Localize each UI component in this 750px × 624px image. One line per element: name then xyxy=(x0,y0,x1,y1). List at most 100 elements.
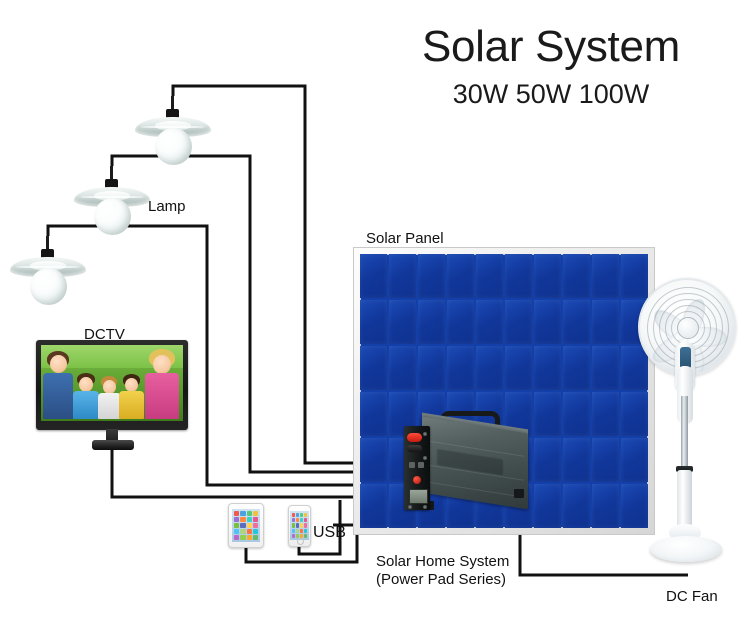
solar-cell xyxy=(360,392,387,436)
tv-stand-neck xyxy=(106,429,118,443)
app-icon xyxy=(252,511,258,516)
solar-cell xyxy=(592,484,619,528)
solar-cell xyxy=(389,346,416,390)
app-icon xyxy=(246,523,252,528)
home-button[interactable] xyxy=(297,538,304,545)
fan-pole-collar xyxy=(676,466,693,472)
solar-cell xyxy=(534,484,561,528)
app-icon xyxy=(240,517,246,522)
lamp-cord xyxy=(46,236,49,252)
title-block: Solar System 30W 50W 100W xyxy=(396,22,706,110)
app-icon xyxy=(300,523,303,528)
solar-cell xyxy=(592,346,619,390)
lamp-cord xyxy=(110,166,113,182)
solar-cell xyxy=(360,484,387,528)
solar-cell xyxy=(621,346,648,390)
app-icon xyxy=(246,511,252,516)
solar-cell xyxy=(534,254,561,298)
app-icon xyxy=(240,529,246,534)
tv-child-face xyxy=(79,377,93,392)
app-icon xyxy=(252,517,258,522)
lamp-globe xyxy=(155,128,192,165)
app-icon xyxy=(292,523,295,528)
app-icon xyxy=(292,528,295,533)
app-icon xyxy=(304,513,307,518)
lamp-middle xyxy=(74,166,150,238)
app-icon xyxy=(300,518,303,523)
label-lamp: Lamp xyxy=(148,198,186,215)
app-icon xyxy=(296,528,299,533)
usb-port[interactable] xyxy=(409,462,415,468)
label-solar-home-system-line2: (Power Pad Series) xyxy=(376,571,507,588)
positive-terminal[interactable] xyxy=(407,433,422,442)
solar-cell xyxy=(621,438,648,482)
solar-cell xyxy=(389,300,416,344)
app-icon xyxy=(296,533,299,538)
screw xyxy=(423,456,427,460)
app-icon xyxy=(252,535,258,540)
app-icon xyxy=(240,535,246,540)
app-icon xyxy=(240,523,246,528)
lamp-shade xyxy=(74,187,150,207)
app-icon xyxy=(234,523,240,528)
solar-cell xyxy=(592,254,619,298)
tv-person-face xyxy=(50,355,67,373)
solar-cell xyxy=(534,346,561,390)
app-icon xyxy=(246,529,252,534)
lamp-socket xyxy=(41,249,54,259)
control-panel[interactable] xyxy=(404,426,430,510)
app-icon xyxy=(234,535,240,540)
screw xyxy=(423,432,427,436)
app-icon xyxy=(252,523,258,528)
label-solar-panel: Solar Panel xyxy=(366,230,444,247)
power-button[interactable] xyxy=(413,476,421,484)
solar-cell xyxy=(447,346,474,390)
solar-cell xyxy=(563,254,590,298)
app-icon xyxy=(304,533,307,538)
tv-child-shirt xyxy=(98,393,121,419)
tv-child-face xyxy=(125,378,138,392)
app-icon xyxy=(292,533,295,538)
app-icon xyxy=(296,523,299,528)
app-icon xyxy=(300,528,303,533)
solar-cell xyxy=(563,392,590,436)
app-icon xyxy=(304,518,307,523)
tv-person-shirt xyxy=(145,373,179,419)
negative-terminal[interactable] xyxy=(407,445,422,452)
tv-child-face xyxy=(103,380,116,394)
tv-child-shirt xyxy=(73,391,99,419)
solar-cell xyxy=(476,254,503,298)
fan-base xyxy=(650,536,722,562)
fan-display xyxy=(680,347,691,369)
solar-cell xyxy=(418,254,445,298)
app-icon xyxy=(292,518,295,523)
dc-output-port[interactable] xyxy=(418,462,424,468)
lamp-shade xyxy=(135,117,211,137)
app-icon xyxy=(296,513,299,518)
app-icon xyxy=(300,513,303,518)
lamp-top xyxy=(135,96,211,168)
app-icon xyxy=(234,511,240,516)
tv-image-sky xyxy=(41,345,183,368)
phone-screen xyxy=(290,511,309,540)
solar-cell xyxy=(621,484,648,528)
app-icon xyxy=(292,513,295,518)
solar-cell xyxy=(534,438,561,482)
fan-pole-upper xyxy=(681,396,688,476)
case-body xyxy=(422,416,528,510)
phone-app-grid xyxy=(292,513,307,538)
lamp-cord xyxy=(171,96,174,112)
label-usb: USB xyxy=(313,524,346,541)
solar-cell xyxy=(476,346,503,390)
smartphone-device xyxy=(288,505,311,547)
app-icon xyxy=(240,511,246,516)
solar-cell xyxy=(534,300,561,344)
solar-cell xyxy=(621,392,648,436)
solar-cell xyxy=(563,484,590,528)
app-icon xyxy=(300,533,303,538)
tv-person-face xyxy=(153,355,171,374)
app-icon xyxy=(234,517,240,522)
tablet-app-grid xyxy=(234,511,258,540)
dc-fan xyxy=(636,278,744,590)
